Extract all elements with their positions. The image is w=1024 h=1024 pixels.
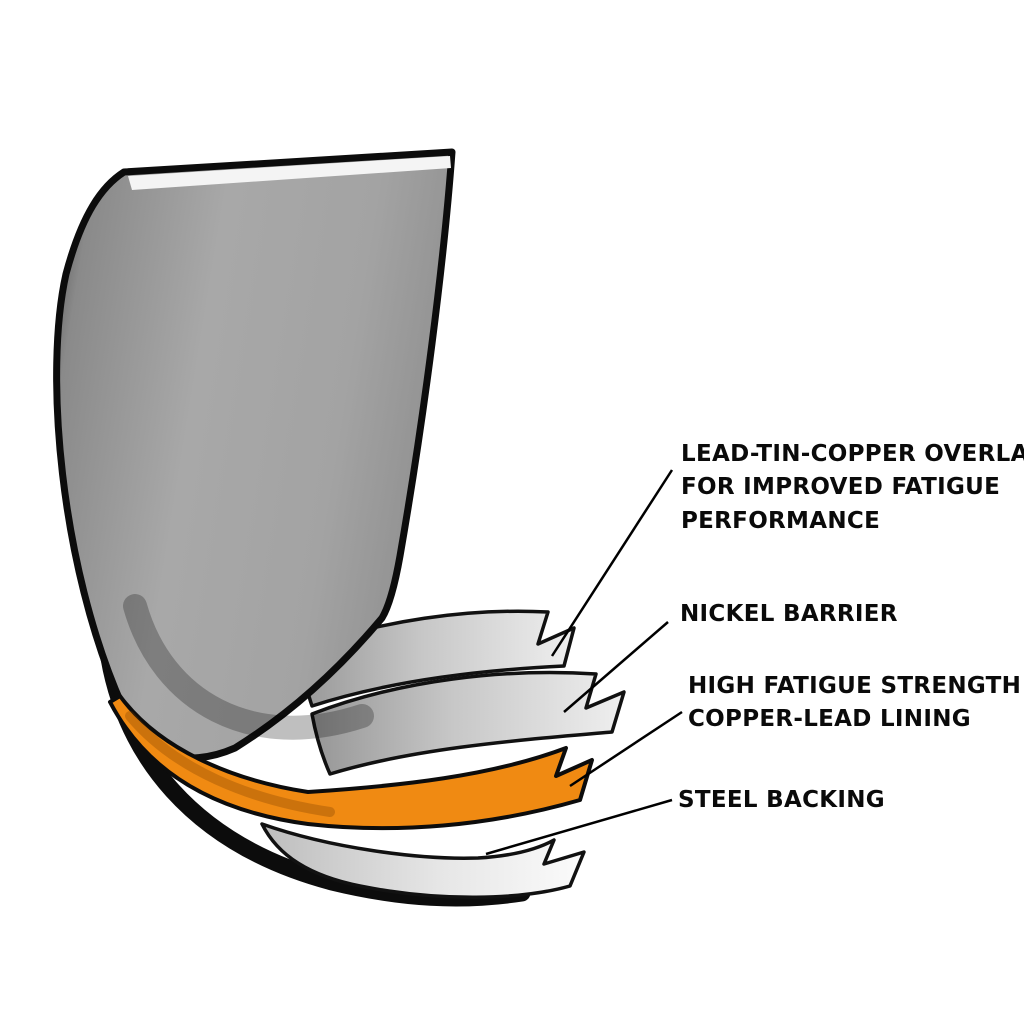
leader-line-nickel bbox=[563, 621, 669, 713]
layer-steel-backing bbox=[260, 822, 586, 899]
label-nickel-barrier: NICKEL BARRIER bbox=[680, 598, 898, 631]
shell-inner-shadow bbox=[123, 594, 374, 740]
label-lead-tin-copper-overlay: LEAD-TIN-COPPER OVERLAY FOR IMPROVED FAT… bbox=[681, 438, 1024, 538]
shell-top-rim bbox=[128, 156, 451, 190]
label-line: LEAD-TIN-COPPER OVERLAY bbox=[681, 441, 1024, 467]
label-line: HIGH FATIGUE STRENGTH bbox=[688, 673, 1022, 699]
label-line: NICKEL BARRIER bbox=[680, 601, 898, 627]
label-copper-lead-lining: HIGH FATIGUE STRENGTH COPPER-LEAD LINING bbox=[688, 670, 1021, 737]
leader-line-steel bbox=[485, 798, 673, 856]
label-line: COPPER-LEAD LINING bbox=[688, 706, 971, 733]
label-line: FOR IMPROVED FATIGUE bbox=[681, 474, 1001, 501]
bearing-shell-body bbox=[53, 148, 456, 762]
label-line: PERFORMANCE bbox=[681, 507, 881, 534]
layer-copper-lead-lining bbox=[108, 694, 594, 831]
label-steel-backing: STEEL BACKING bbox=[678, 784, 885, 817]
label-line: STEEL BACKING bbox=[678, 787, 885, 813]
leader-line-copper-lead bbox=[569, 710, 683, 788]
layer-nickel-barrier bbox=[310, 670, 626, 776]
leader-line-overlay bbox=[550, 469, 674, 657]
copper-lining-shading bbox=[125, 711, 335, 817]
